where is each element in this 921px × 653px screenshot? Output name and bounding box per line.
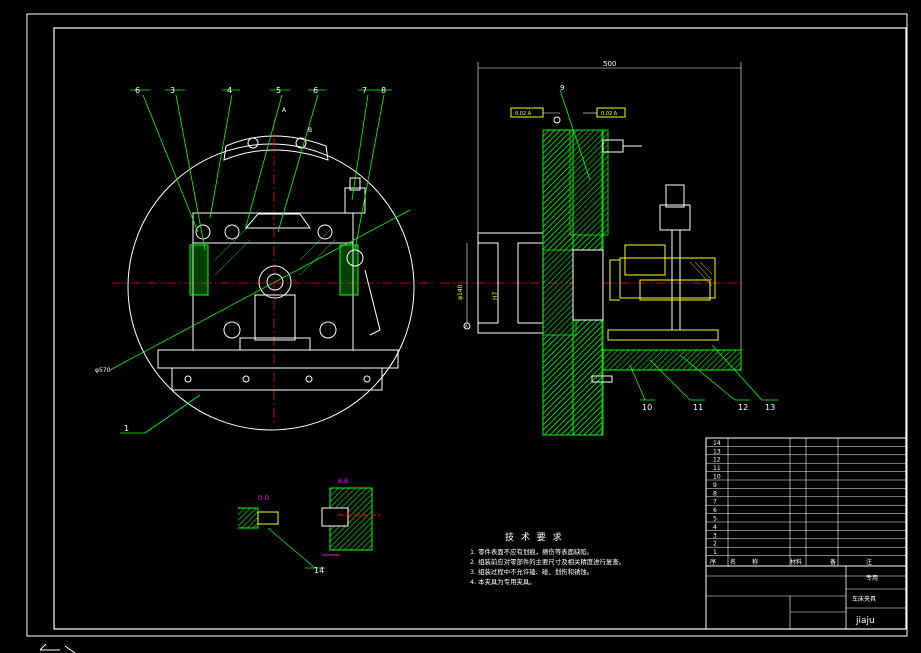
datum-a: A — [465, 324, 468, 329]
bom-header-cell: 备 — [830, 558, 836, 566]
callout-9: 9 — [560, 84, 564, 92]
bom-row-number: 8 — [713, 490, 717, 497]
callout-1: 1 — [124, 424, 129, 433]
bom-row-number: 3 — [713, 532, 717, 539]
fixture-body — [192, 212, 354, 351]
bom-row-number: 11 — [713, 465, 721, 472]
bom-row-number: 7 — [713, 499, 717, 506]
callout-8: 8 — [381, 86, 386, 95]
tech-req-1: 1. 零件表面不应有划痕，擦伤等表面缺陷。 — [470, 547, 593, 556]
ucs-icon — [39, 643, 76, 653]
bom-row-number: 10 — [713, 474, 721, 481]
callout-6b: 6 — [313, 86, 318, 95]
side-view: 500 — [440, 60, 778, 436]
rotation-circle — [127, 143, 415, 431]
callout-7: 7 — [362, 86, 367, 95]
tech-req-title: 技 术 要 求 — [505, 531, 564, 543]
arc-slot — [223, 135, 329, 161]
callout-5: 5 — [276, 86, 281, 95]
tech-req-3: 3. 组装过程中不允许磕、碰、划伤和锈蚀。 — [470, 567, 593, 576]
bom-row-number: 1 — [713, 549, 717, 556]
callout-10: 10 — [642, 403, 652, 412]
bore-dim: φ140 — [457, 284, 464, 300]
bb-label: B-B — [338, 478, 348, 485]
callout-6a: 6 — [135, 86, 140, 95]
dd-label: D-D — [258, 495, 270, 502]
bom-header-cell: 名 — [730, 558, 736, 566]
bom-row-number: 12 — [713, 457, 721, 464]
bom-row-number: 13 — [713, 448, 721, 455]
technical-requirements: 技 术 要 求 1. 零件表面不应有划痕，擦伤等表面缺陷。 2. 组装前应对零部… — [470, 531, 625, 586]
workpiece-bore — [258, 265, 292, 299]
drawing-name: 车床夹具 — [852, 595, 876, 603]
tech-req-4: 4. 本夹具为专用夹具。 — [470, 577, 536, 586]
bom-header-cell: 序 — [710, 558, 716, 566]
callout-13: 13 — [765, 403, 775, 412]
bore-tol: H7 — [492, 291, 499, 300]
callout-4: 4 — [227, 86, 232, 95]
diameter-label: φ570 — [95, 367, 111, 374]
bom-row-number: 5 — [713, 516, 717, 523]
bom-row-number: 4 — [713, 524, 717, 531]
bom-row-number: 9 — [713, 482, 717, 489]
callout-3: 3 — [170, 86, 175, 95]
sheet-code: jiaju — [855, 616, 875, 626]
bom-header-cell: 注 — [866, 558, 872, 566]
bom-header-cell: 称 — [752, 558, 758, 566]
callout-11: 11 — [693, 403, 703, 412]
bom-row-number: 14 — [713, 440, 721, 447]
base-plate — [157, 349, 399, 369]
callout-12: 12 — [738, 403, 748, 412]
bom-header-cell: 材料 — [790, 558, 802, 566]
tol-right: 0.02 A — [601, 111, 618, 117]
base-flange — [171, 367, 383, 391]
bom-row-number: 6 — [713, 507, 717, 514]
inner-frame — [53, 27, 907, 630]
detail-views: D-D B-B 14 — [238, 478, 380, 575]
front-view: 6 3 4 5 6 7 8 1 A B φ570 — [95, 86, 435, 434]
dim-500: 500 — [603, 60, 616, 68]
section-mark-a: A — [282, 107, 287, 114]
outer-frame — [26, 13, 908, 637]
title-block: 专用 车床夹具 jiaju — [705, 565, 907, 630]
workpiece — [624, 244, 666, 276]
bom-row-number: 2 — [713, 541, 717, 548]
tol-left: 0.02 A — [515, 111, 532, 117]
tech-req-2: 2. 组装前应对零部件的主要尺寸及相关精度进行复查。 — [470, 557, 625, 566]
callout-14: 14 — [314, 566, 324, 575]
section-mark-b: B — [308, 127, 312, 134]
title-org: 专用 — [866, 574, 878, 582]
